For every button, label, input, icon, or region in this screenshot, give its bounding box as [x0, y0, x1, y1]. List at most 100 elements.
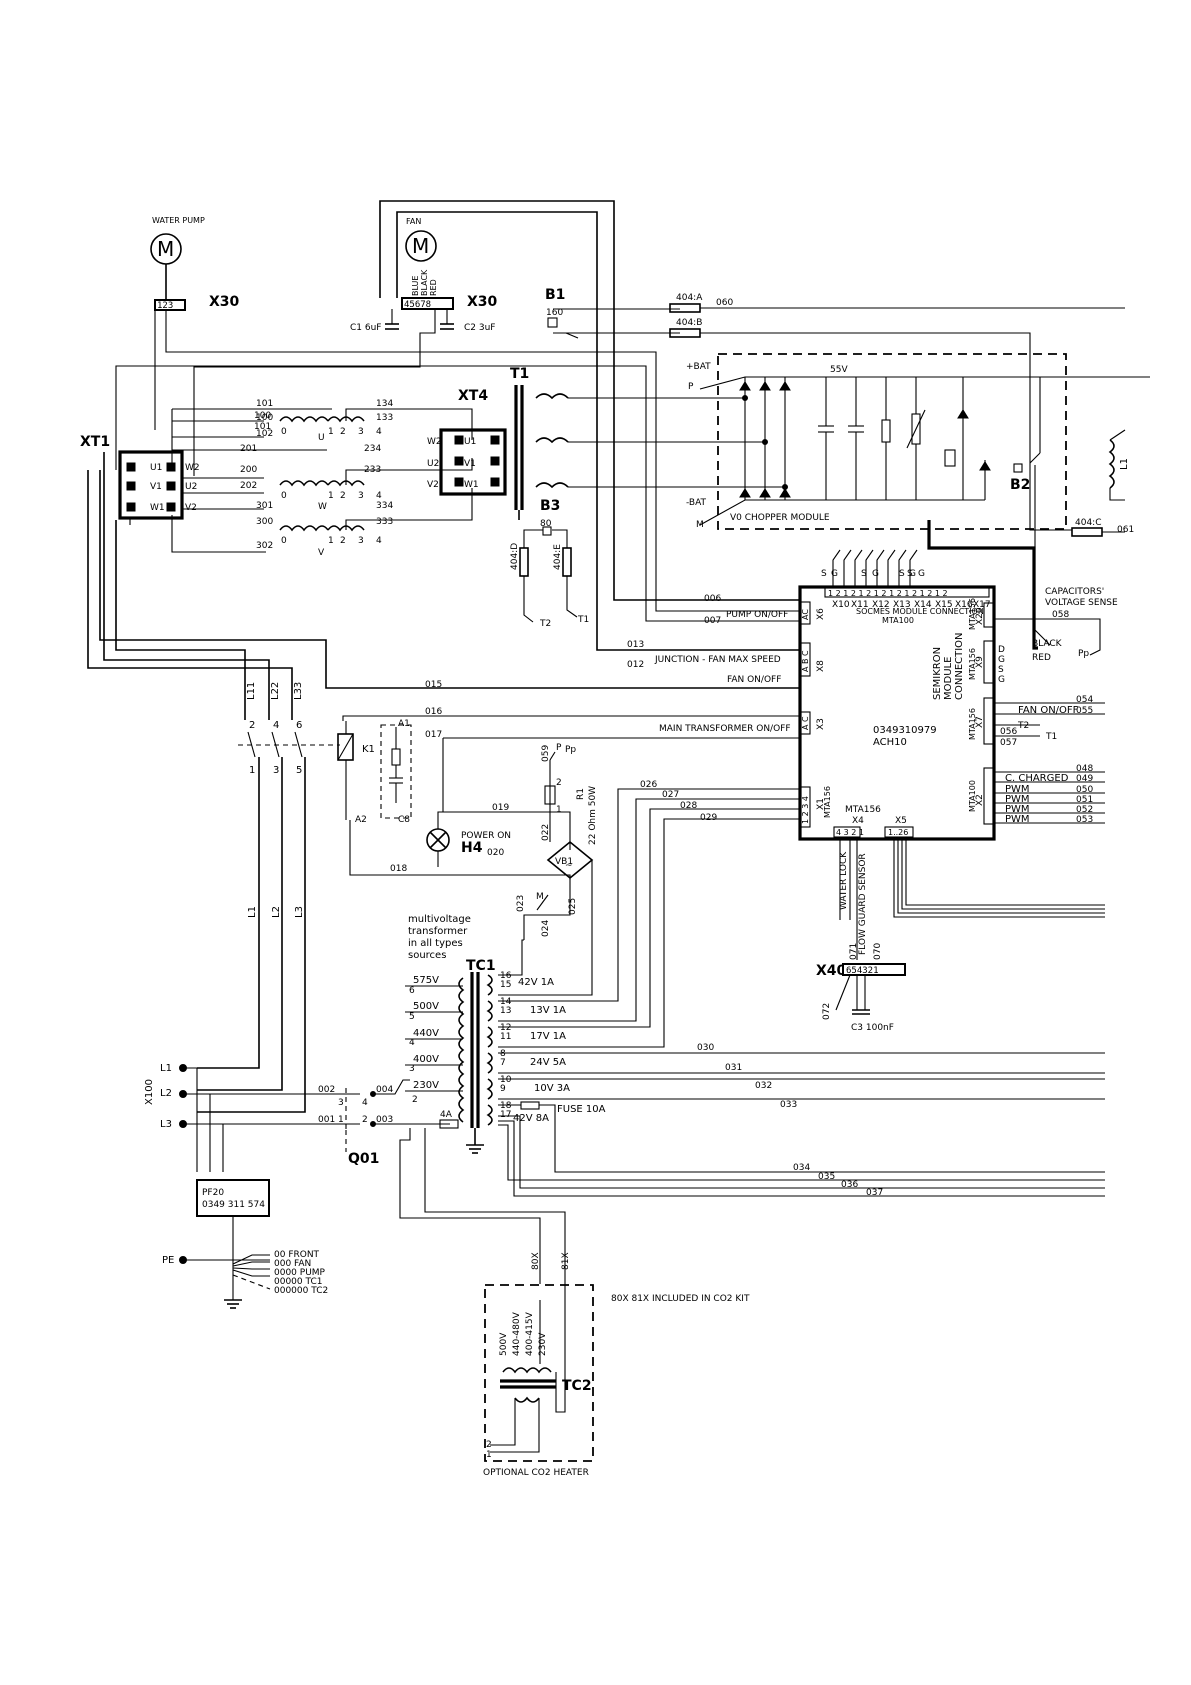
x30-left-pins: 123	[157, 301, 173, 311]
conn-x15: X15	[935, 600, 953, 610]
r1-label: R1	[576, 788, 586, 800]
svg-text:061: 061	[1117, 525, 1134, 535]
co2-heater-label: OPTIONAL CO2 HEATER	[483, 1468, 589, 1478]
conn-x16: X16	[955, 600, 973, 610]
x100-input: L1 L2 L3 X100 002 001	[144, 1063, 340, 1172]
svg-text:X20: X20	[975, 607, 985, 625]
svg-text:0: 0	[281, 491, 287, 501]
svg-text:100: 100	[256, 413, 273, 423]
conn-x11: X11	[851, 600, 869, 610]
svg-text:004: 004	[376, 1085, 393, 1095]
top-wiring	[115, 200, 800, 651]
module-connection: SOCMES MODULE CONNECTION	[856, 607, 984, 616]
b3-number: 80	[540, 519, 552, 529]
c3-label: C3 100nF	[851, 1023, 894, 1033]
svg-text:053: 053	[1076, 815, 1093, 825]
bat-pos: +BAT	[686, 362, 711, 372]
sensor-flow-guard: FLOW GUARD SENSOR	[858, 853, 868, 955]
b2-label: B2	[1010, 477, 1030, 493]
svg-text:MODULE: MODULE	[943, 657, 954, 700]
fan-motor: FAN M BLUE BLACK RED 45678 X30 C1 6uF C2…	[350, 217, 498, 333]
svg-text:MTA156: MTA156	[823, 786, 832, 818]
svg-text:133: 133	[376, 413, 393, 423]
svg-text:2: 2	[412, 1095, 418, 1105]
svg-text:071: 071	[849, 943, 859, 960]
svg-text:234: 234	[364, 444, 381, 454]
svg-text:4: 4	[409, 1038, 415, 1048]
line-l33: L33	[293, 682, 304, 700]
svg-text:100: 100	[254, 411, 271, 421]
svg-text:025: 025	[568, 898, 578, 915]
svg-text:2: 2	[340, 536, 346, 546]
svg-text:032: 032	[755, 1081, 772, 1091]
x40-pins: 654321	[846, 966, 879, 976]
svg-text:1 2 3 4: 1 2 3 4	[801, 796, 810, 824]
q01-label: Q01	[348, 1151, 379, 1167]
h4-label: H4	[461, 840, 483, 856]
b3-t1: T1	[577, 615, 589, 625]
sec-42v-8a: 42V 8A	[513, 1113, 549, 1124]
svg-text:A2: A2	[355, 815, 367, 825]
tap-400v: 400V	[413, 1054, 439, 1065]
multivoltage-1: multivoltage	[408, 914, 471, 925]
svg-text:058: 058	[1052, 610, 1069, 620]
signal-pwm-2: PWM	[1005, 794, 1030, 805]
svg-text:059: 059	[541, 745, 551, 762]
svg-text:A1: A1	[398, 719, 410, 729]
svg-text:3: 3	[358, 427, 364, 437]
svg-text:101: 101	[256, 399, 273, 409]
svg-text:V1: V1	[464, 459, 476, 469]
b3-thermostat: B3 80 T2 T1	[523, 498, 589, 629]
svg-text:029: 029	[700, 813, 717, 823]
xt4-label: XT4	[458, 388, 488, 404]
multivoltage-4: sources	[408, 950, 446, 961]
svg-text:016: 016	[425, 707, 442, 717]
svg-text:022: 022	[541, 824, 551, 841]
svg-text:049: 049	[1076, 774, 1093, 784]
svg-text:M: M	[412, 234, 429, 258]
svg-text:4 3 2 1: 4 3 2 1	[836, 828, 864, 837]
tap-440v: 440V	[413, 1028, 439, 1039]
pf20-line2: 0349 311 574	[202, 1200, 265, 1210]
svg-text:3: 3	[358, 491, 364, 501]
svg-text:4: 4	[376, 536, 382, 546]
svg-text:15: 15	[500, 980, 511, 990]
svg-text:CONNECTION: CONNECTION	[954, 632, 965, 700]
chopper-label: V0 CHOPPER MODULE	[730, 513, 830, 523]
sec-42v-1a: 42V 1A	[518, 977, 554, 988]
svg-text:G: G	[998, 675, 1005, 685]
svg-text:034: 034	[793, 1163, 810, 1173]
svg-text:030: 030	[697, 1043, 714, 1053]
svg-text:2: 2	[556, 778, 562, 788]
signal-fan-onoff: FAN ON/OFF	[727, 675, 781, 685]
fan-wire-red: RED	[429, 279, 438, 296]
svg-text:14: 14	[500, 997, 512, 1007]
svg-text:4: 4	[362, 1098, 368, 1108]
svg-text:033: 033	[780, 1100, 797, 1110]
svg-text:1: 1	[328, 536, 334, 546]
svg-text:X1: X1	[816, 798, 826, 810]
pf20-line1: PF20	[202, 1188, 224, 1198]
svg-text:W1: W1	[150, 503, 165, 513]
conn-x14: X14	[914, 600, 932, 610]
line-l2: L2	[271, 906, 282, 918]
svg-text:U2: U2	[185, 482, 197, 492]
vb1-bridge: VB1 ~ 21 R1 22 Ohm 50W Pp P 059 022 023 …	[516, 743, 598, 940]
svg-text:334: 334	[376, 501, 393, 511]
water-pump-label: WATER PUMP	[152, 216, 205, 225]
svg-text:S: S	[861, 569, 867, 579]
svg-text:012: 012	[627, 660, 644, 670]
tc2-tap-500v: 500V	[499, 1332, 509, 1356]
svg-text:1..26: 1..26	[888, 828, 908, 837]
svg-text:W2: W2	[427, 437, 442, 447]
tap-500v: 500V	[413, 1001, 439, 1012]
svg-text:D: D	[998, 645, 1005, 655]
svg-text:050: 050	[1076, 785, 1093, 795]
svg-text:MTA156: MTA156	[845, 805, 881, 815]
svg-text:023: 023	[516, 895, 526, 912]
winding-u: U	[318, 433, 325, 443]
multivoltage-3: in all types	[408, 938, 463, 949]
svg-text:G: G	[918, 569, 925, 579]
svg-text:6: 6	[296, 720, 302, 731]
